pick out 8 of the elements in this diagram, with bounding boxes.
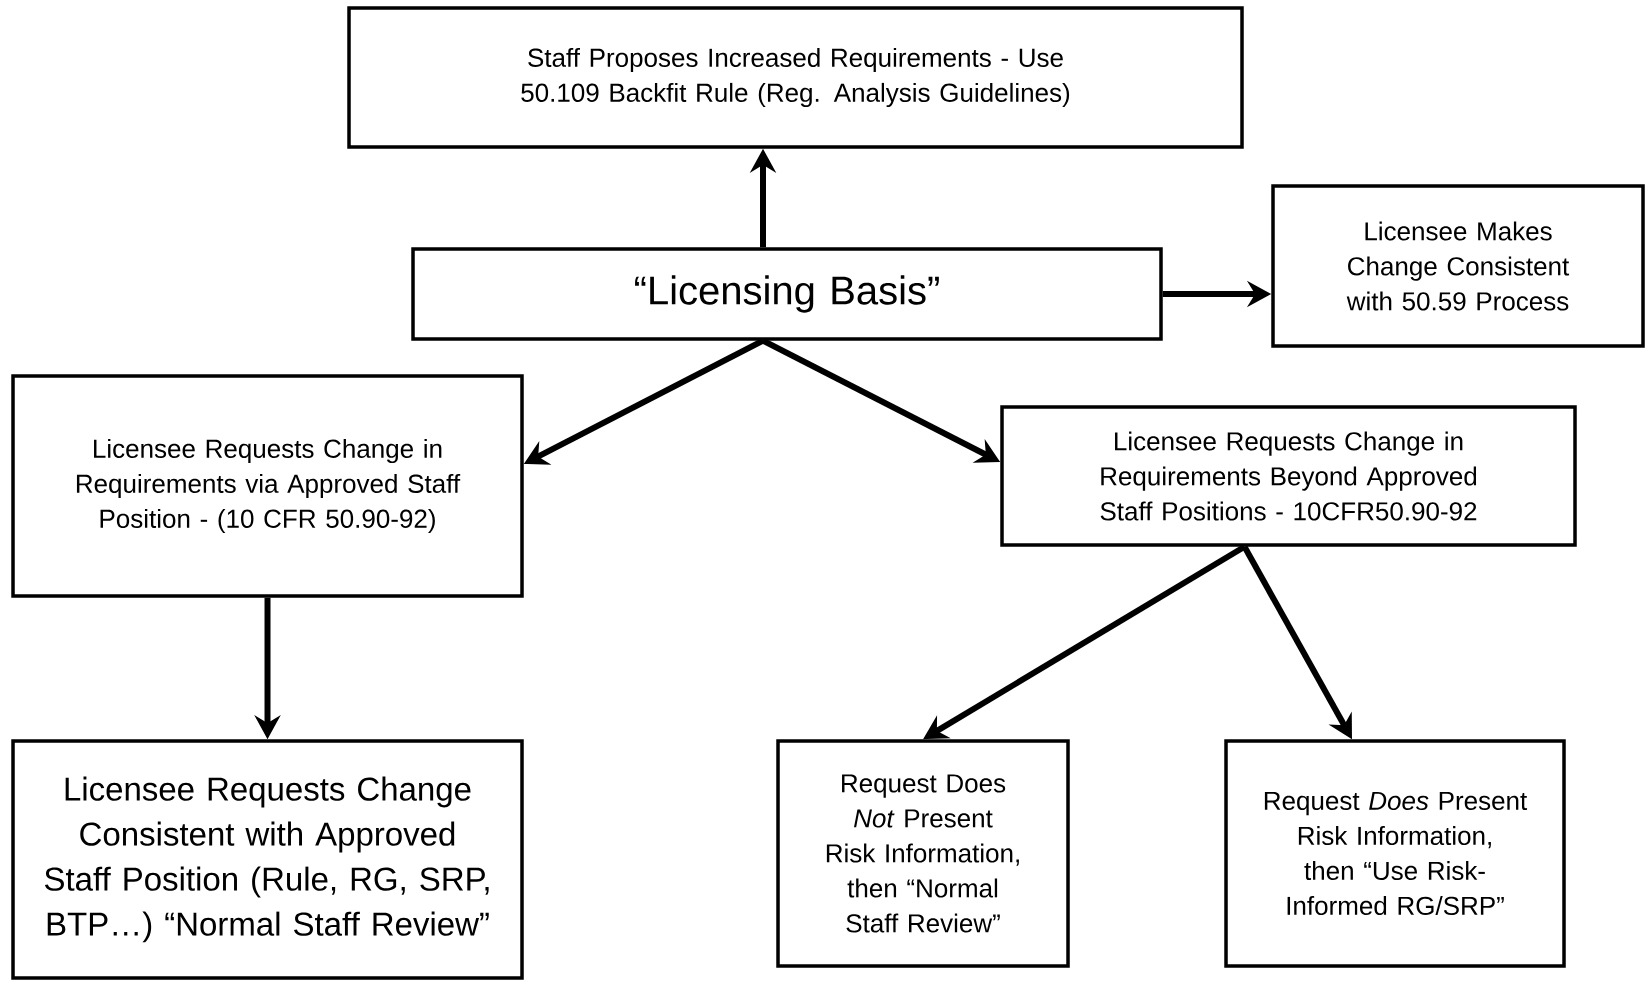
process-box: Staff Proposes Increased Requirements - Use 50.109 Backfit Rule (Reg. Analysis Guidelines): [347, 6, 1244, 149]
process-box: “Licensing Basis”: [411, 247, 1163, 341]
process-box: Licensee Makes Change Consistent with 50.59 Process: [1271, 184, 1645, 348]
process-box: Licensee Requests Change in Requirements via Approved Staff Position - (10 CFR 50.90-92): [11, 374, 524, 598]
process-box: Licensee Requests Change in Requirements Beyond Approved Staff Positions - 10CFR50.90-92: [1000, 405, 1577, 547]
process-box: Licensee Requests Change Consistent with Approved Staff Position (Rule, RG, SRP, BTP…) “Normal Staff Review”: [11, 739, 524, 980]
process-box: Request Does Present Risk Information, then “Use Risk-Informed RG/SRP”: [1224, 739, 1566, 968]
process-box: Request Does Not Present Risk Information, then “Normal Staff Review”: [776, 739, 1070, 968]
